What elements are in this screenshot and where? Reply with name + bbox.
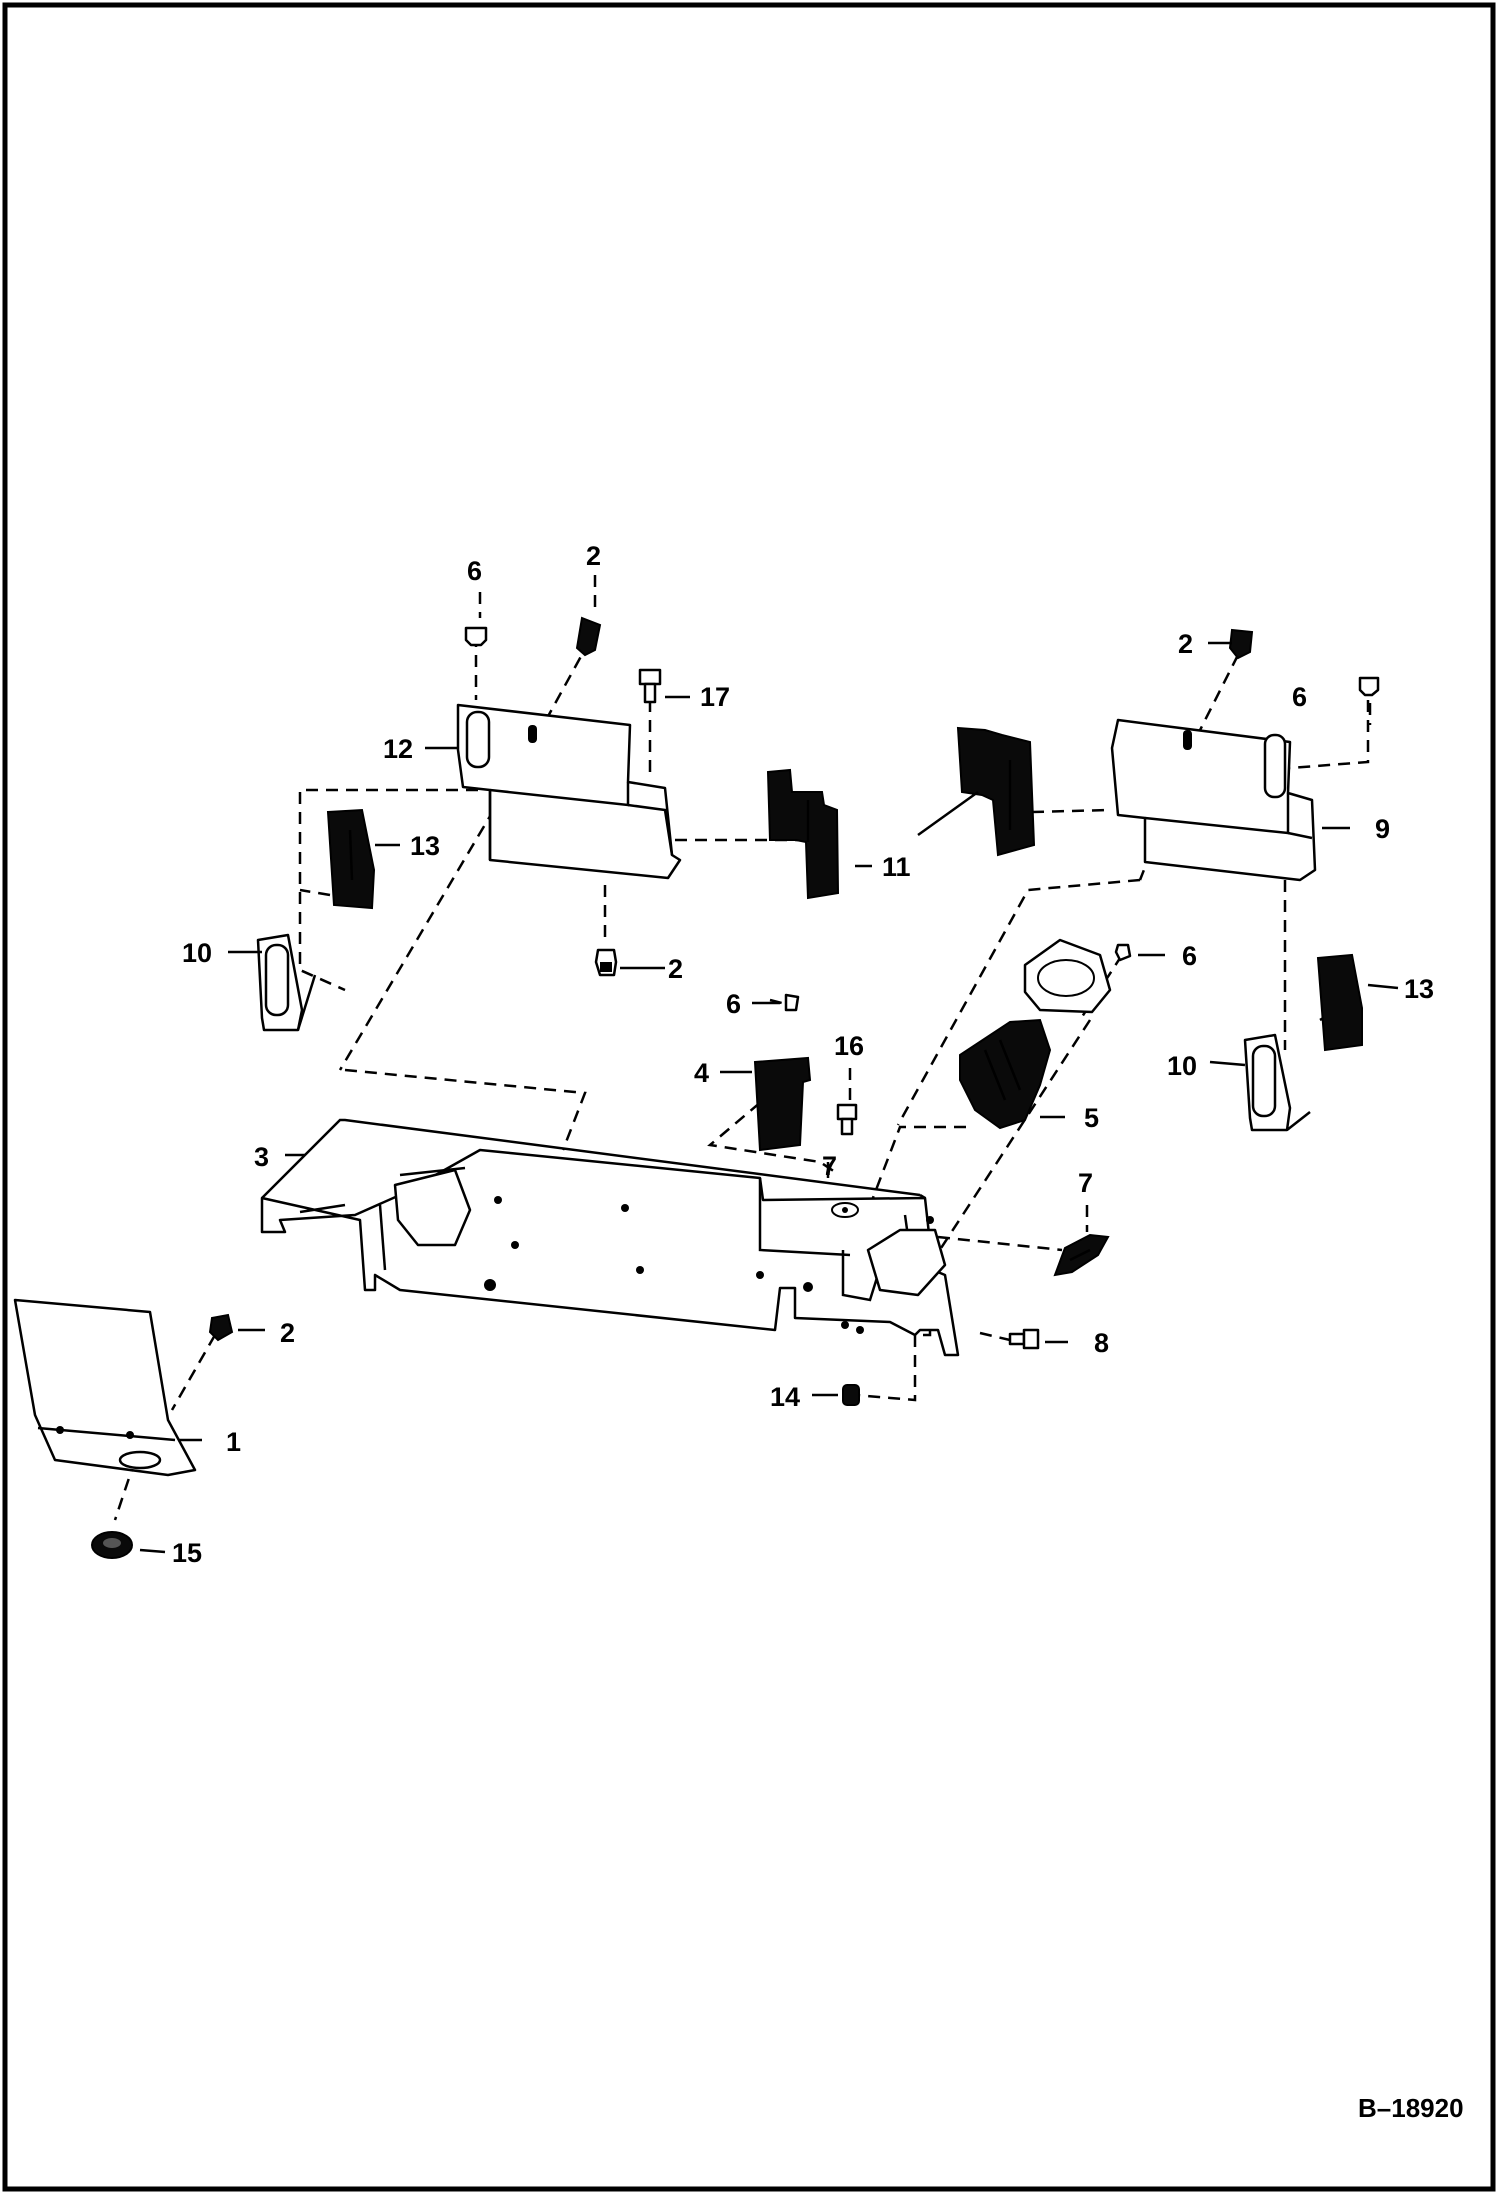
part-13-left-pad xyxy=(326,808,376,910)
part-10-right-clip xyxy=(1243,1033,1311,1132)
part-3-main-frame xyxy=(260,1118,960,1357)
part-6-fastener-center xyxy=(784,993,800,1012)
callout-7: 7 xyxy=(1078,1168,1093,1198)
callout-2: 2 xyxy=(280,1318,295,1348)
fasteners xyxy=(208,616,1380,1406)
part-13-right-pad xyxy=(1316,953,1363,1052)
part-10-left-clip xyxy=(256,933,317,1032)
callout-16: 16 xyxy=(834,1031,864,1061)
part-17-bolt xyxy=(638,668,662,704)
callout-5: 5 xyxy=(1084,1103,1099,1133)
callout-8: 8 xyxy=(1094,1328,1109,1358)
part-6-fastener-top-right xyxy=(1358,676,1380,697)
part-2-bolt-guard xyxy=(208,1313,234,1342)
part-14-nut xyxy=(842,1384,860,1406)
callout-6: 6 xyxy=(726,989,741,1019)
callout-2: 2 xyxy=(1178,629,1193,659)
leader-lines xyxy=(139,575,1399,1554)
callout-10: 10 xyxy=(182,938,212,968)
callout-3: 3 xyxy=(254,1142,269,1172)
callout-2: 2 xyxy=(668,954,683,984)
part-2-bolt-top-left xyxy=(575,616,602,657)
part-5-boot xyxy=(959,938,1112,1130)
part-1-guard xyxy=(13,1298,197,1477)
part-4-rubber-stop xyxy=(753,1056,812,1152)
callout-7: 7 xyxy=(822,1151,837,1181)
part-16-bolt xyxy=(836,1103,858,1136)
callout-6: 6 xyxy=(467,556,482,586)
callout-6: 6 xyxy=(1292,682,1307,712)
callout-1: 1 xyxy=(226,1427,241,1457)
callout-14: 14 xyxy=(770,1382,800,1412)
part-11-rubber-blocks xyxy=(766,726,1036,900)
part-2-bolt-top-right xyxy=(1228,628,1254,660)
part-6-fastener-mid-right xyxy=(1114,943,1132,962)
figure-id: B–18920 xyxy=(1358,2093,1464,2123)
callout-10: 10 xyxy=(1167,1051,1197,1081)
part-8-bolt xyxy=(1008,1328,1040,1350)
callout-labels: 6 2 17 12 13 10 2 11 2 6 9 6 13 10 4 6 1… xyxy=(172,541,1434,1568)
part-2-bolt-bottom xyxy=(594,948,618,977)
callout-11: 11 xyxy=(882,852,911,882)
callout-17: 17 xyxy=(700,682,730,712)
part-6-fastener-top-left xyxy=(464,626,488,647)
callout-4: 4 xyxy=(694,1058,709,1088)
part-7-bracket-right xyxy=(1053,1233,1110,1277)
part-15-grommet xyxy=(91,1531,133,1559)
callout-6: 6 xyxy=(1182,941,1197,971)
callout-13: 13 xyxy=(1404,974,1434,1004)
callout-2: 2 xyxy=(586,541,601,571)
part-12-left-bracket xyxy=(456,703,682,880)
callout-13: 13 xyxy=(410,831,440,861)
callout-9: 9 xyxy=(1375,814,1390,844)
part-9-right-bracket xyxy=(1110,718,1317,882)
callout-15: 15 xyxy=(172,1538,202,1568)
callout-12: 12 xyxy=(383,734,413,764)
part-washer xyxy=(831,1202,859,1218)
